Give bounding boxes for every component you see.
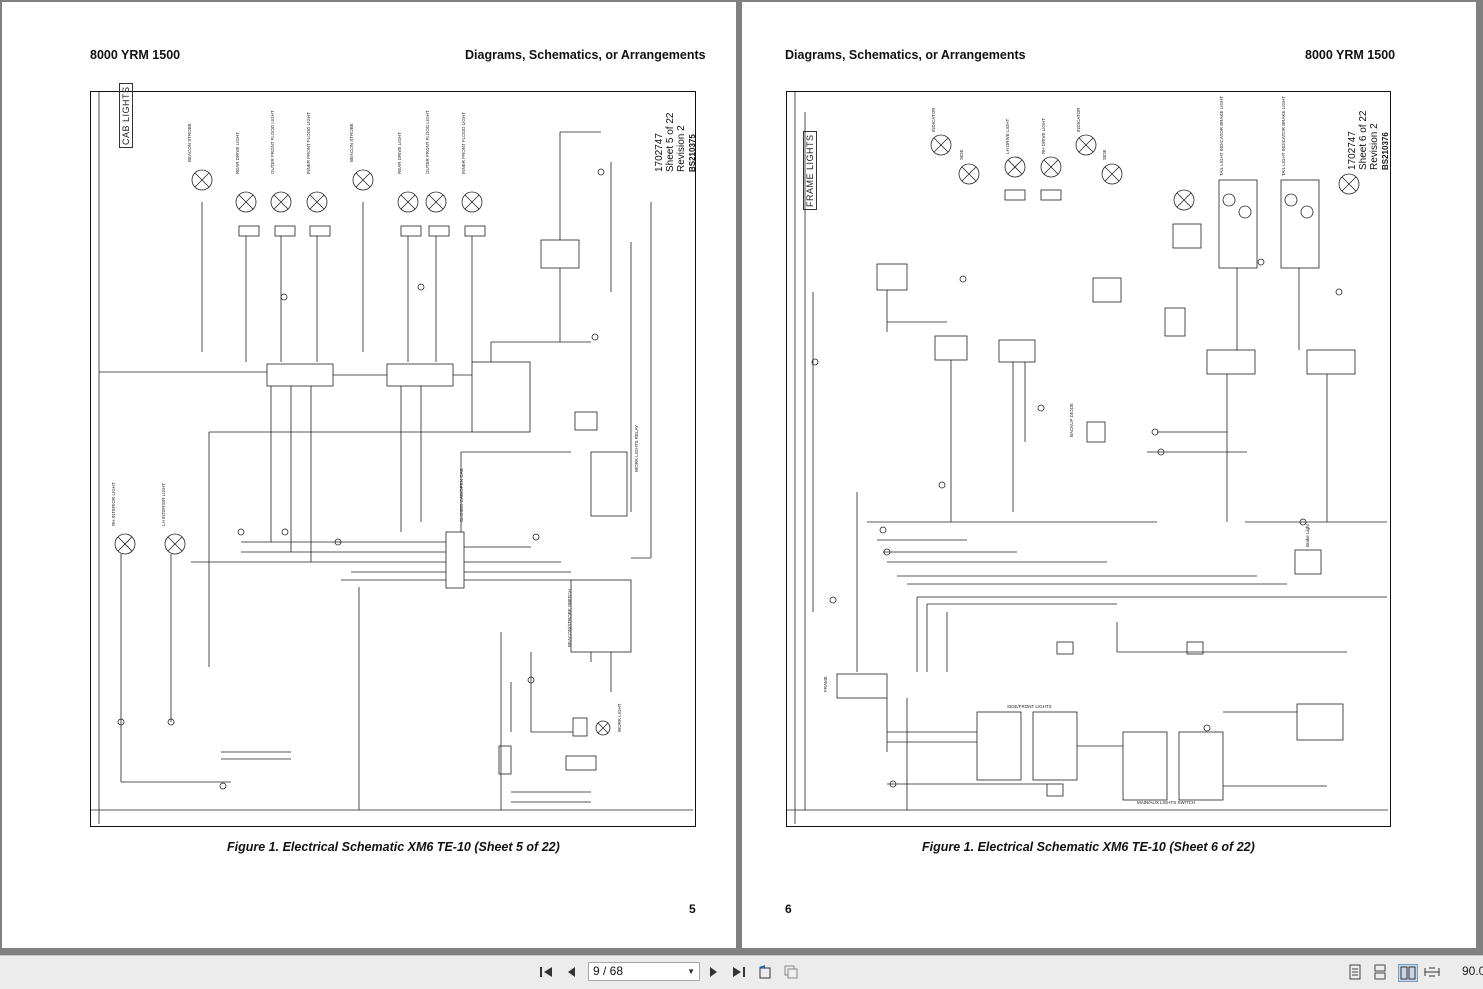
first-page-icon[interactable] (538, 964, 554, 980)
rotate-icon[interactable] (757, 964, 773, 980)
zoom-level[interactable]: 90.0 (1462, 964, 1483, 978)
continuous-icon[interactable] (1372, 964, 1388, 980)
document-viewer[interactable]: 8000 YRM 1500 Diagrams, Schematics, or A… (0, 0, 1483, 955)
svg-text:REAR DRIVE LIGHT: REAR DRIVE LIGHT (397, 132, 402, 174)
page-indicator: 9 / 68 (593, 964, 624, 978)
svg-text:LH INTERIOR LIGHT: LH INTERIOR LIGHT (161, 483, 166, 526)
last-page-icon[interactable] (731, 964, 747, 980)
fit-width-icon[interactable] (1424, 964, 1440, 980)
page-number: 6 (785, 902, 792, 916)
header-right: Diagrams, Schematics, or Arrangements (465, 48, 706, 62)
prev-page-icon[interactable] (563, 964, 579, 980)
viewer-toolbar: 9 / 68 ▼ 90.0 (0, 955, 1483, 989)
header-left: 8000 YRM 1500 (90, 48, 181, 62)
page-6: Diagrams, Schematics, or Arrangements 80… (742, 2, 1476, 948)
svg-text:INNER FRONT FLOOD LIGHT: INNER FRONT FLOOD LIGHT (306, 112, 311, 174)
schematic-frame: CAB LIGHTS 1702747 Sheet 5 of 22 Revisio… (90, 83, 697, 827)
wiring-schematic: BEACON STROBE REAR DRIVE LIGHT OUTER FRO… (91, 92, 693, 824)
svg-text:INNER FRONT FLOOD LIGHT: INNER FRONT FLOOD LIGHT (461, 112, 466, 174)
chevron-down-icon: ▼ (687, 967, 695, 976)
svg-text:BEACON/STROBE SWITCH: BEACON/STROBE SWITCH (567, 589, 572, 647)
svg-text:LH DRIVE LIGHT: LH DRIVE LIGHT (1005, 118, 1010, 154)
svg-text:SIDE: SIDE (1102, 149, 1107, 160)
svg-text:FRAME: FRAME (823, 676, 828, 692)
svg-text:SIDE/FRONT LIGHTS: SIDE/FRONT LIGHTS (1007, 704, 1052, 709)
svg-text:BEACON STROBE: BEACON STROBE (187, 123, 192, 162)
page-indicator-select[interactable]: 9 / 68 ▼ (588, 962, 700, 981)
svg-text:WORK LIGHT: WORK LIGHT (617, 703, 622, 732)
svg-text:BACKUP DIODE: BACKUP DIODE (1069, 403, 1074, 437)
svg-text:MAIN/AUX LIGHTS SWITCH: MAIN/AUX LIGHTS SWITCH (1137, 800, 1195, 805)
next-page-icon[interactable] (706, 964, 722, 980)
svg-text:CLOSED CAB/OPEN CAB: CLOSED CAB/OPEN CAB (459, 468, 464, 522)
svg-text:TAIL LIGHT INDICATOR BRAKE LIG: TAIL LIGHT INDICATOR BRAKE LIGHT (1281, 96, 1286, 176)
schematic-frame: FRAME LIGHTS 1702747 Sheet 6 of 22 Revis… (786, 91, 1391, 827)
header-right: 8000 YRM 1500 (1305, 48, 1396, 62)
svg-text:REAR DRIVE LIGHT: REAR DRIVE LIGHT (235, 132, 240, 174)
svg-text:WORK LIGHTS RELAY: WORK LIGHTS RELAY (634, 425, 639, 472)
page-number: 5 (689, 902, 696, 916)
svg-text:Brake Light: Brake Light (1305, 523, 1310, 547)
svg-text:RH INTERIOR LIGHT: RH INTERIOR LIGHT (111, 482, 116, 526)
facing-icon[interactable] (1398, 964, 1418, 982)
copy-icon[interactable] (783, 964, 799, 980)
svg-text:OUTER FRONT FLOOD LIGHT: OUTER FRONT FLOOD LIGHT (270, 110, 275, 174)
figure-caption: Figure 1. Electrical Schematic XM6 TE-10… (922, 840, 1255, 854)
single-page-icon[interactable] (1347, 964, 1363, 980)
svg-text:RH DRIVE LIGHT: RH DRIVE LIGHT (1041, 118, 1046, 154)
svg-text:SIDE: SIDE (959, 149, 964, 160)
header-left: Diagrams, Schematics, or Arrangements (785, 48, 1026, 62)
svg-text:OUTER FRONT FLOOD LIGHT: OUTER FRONT FLOOD LIGHT (425, 110, 430, 174)
svg-text:INDICATOR: INDICATOR (1076, 107, 1081, 132)
svg-text:BEACON STROBE: BEACON STROBE (349, 123, 354, 162)
page-5: 8000 YRM 1500 Diagrams, Schematics, or A… (2, 2, 736, 948)
wiring-schematic: INDICATOR SIDE LH DRIVE LIGHT RH DRIVE L… (787, 92, 1388, 824)
svg-text:INDICATOR: INDICATOR (931, 107, 936, 132)
svg-text:TAIL LIGHT INDICATOR BRAKE LIG: TAIL LIGHT INDICATOR BRAKE LIGHT (1219, 96, 1224, 176)
figure-caption: Figure 1. Electrical Schematic XM6 TE-10… (227, 840, 560, 854)
